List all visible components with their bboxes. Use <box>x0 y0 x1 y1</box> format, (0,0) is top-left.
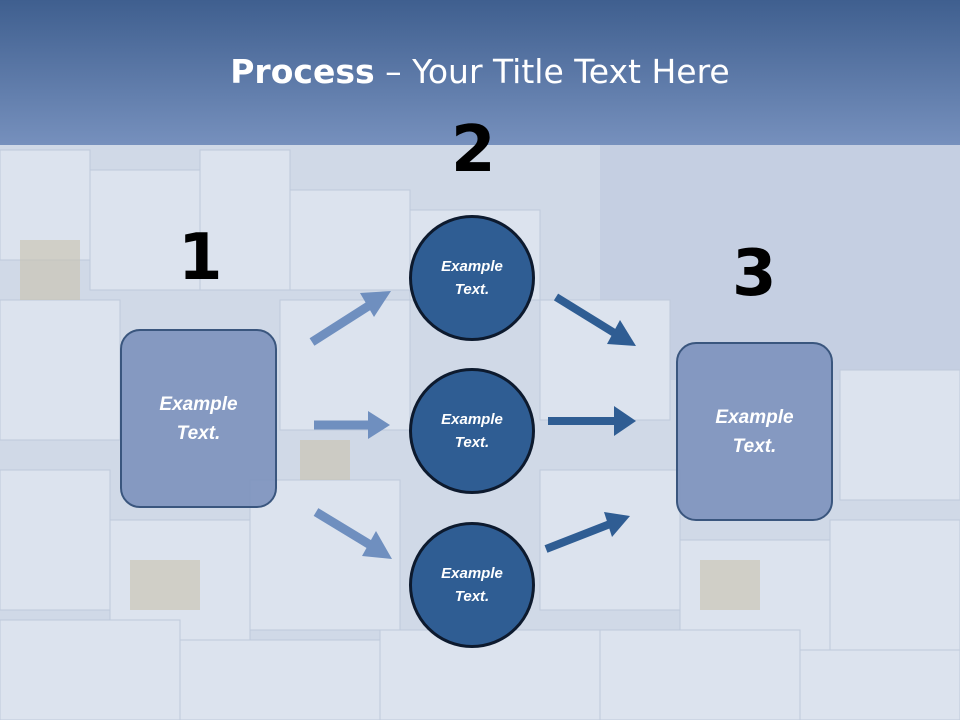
title-rest: – Your Title Text Here <box>374 52 730 91</box>
step-number-1: 1 <box>178 221 223 295</box>
title-bar <box>0 0 960 145</box>
arrow-middle-to-3 <box>548 406 636 436</box>
circle-top-label: Example Text. <box>441 258 503 298</box>
circle-bottom-label: Example Text. <box>441 565 503 605</box>
step-1-label: Example Text. <box>159 393 238 444</box>
step-3-label: Example Text. <box>715 406 794 457</box>
step-number-3: 3 <box>732 237 777 311</box>
step-2-circle-top: Example Text. <box>409 215 535 341</box>
title-bold: Process <box>230 52 375 91</box>
step-1-box: Example Text. <box>120 329 277 508</box>
arrow-1-to-bottom <box>313 508 392 559</box>
step-number-2: 2 <box>451 113 496 187</box>
arrow-top-to-3 <box>553 293 636 346</box>
circle-middle-label: Example Text. <box>441 411 503 451</box>
step-2-circle-bottom: Example Text. <box>409 522 535 648</box>
slide-title: Process – Your Title Text Here <box>0 52 960 91</box>
arrow-bottom-to-3 <box>544 512 630 553</box>
arrow-1-to-top <box>309 291 391 346</box>
step-3-box: Example Text. <box>676 342 833 521</box>
arrow-1-to-middle <box>314 411 390 439</box>
step-2-circle-middle: Example Text. <box>409 368 535 494</box>
